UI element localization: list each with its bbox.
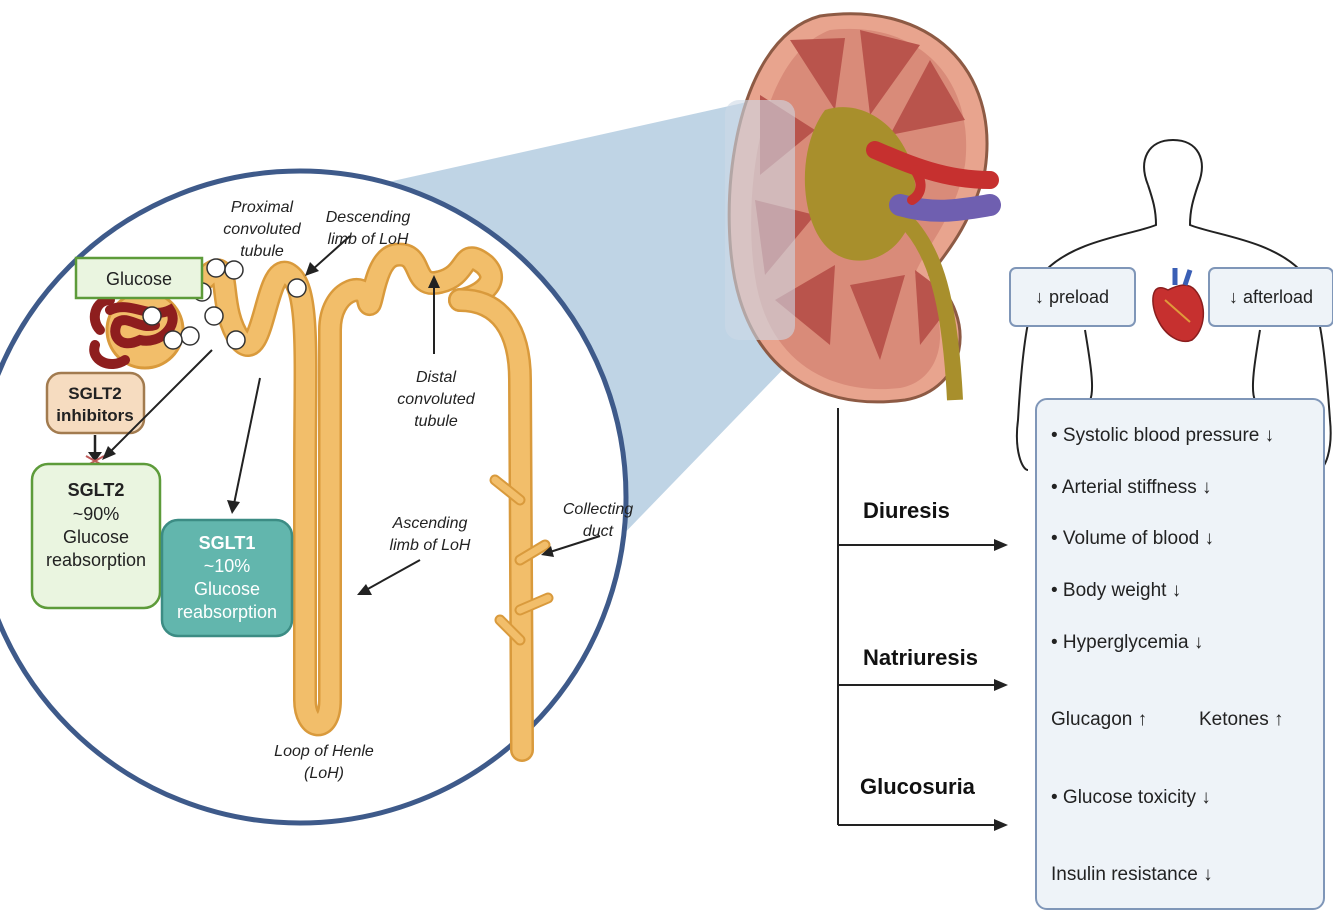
- sglt2-pct: ~90%: [73, 504, 120, 524]
- sglt2-title: SGLT2: [68, 480, 125, 500]
- sglt1-line1: Glucose: [194, 579, 260, 599]
- label-loh-2: (LoH): [304, 765, 344, 782]
- effects-box: • Systolic blood pressure ↓ • Arterial s…: [1035, 398, 1325, 910]
- heart-icon: [1153, 268, 1203, 341]
- kidney-illustration: [725, 14, 990, 402]
- effect-insulin-resistance: Insulin resistance ↓: [1051, 864, 1213, 886]
- sglt2-line2: reabsorption: [46, 550, 146, 570]
- mechanism-glucosuria: Glucosuria: [860, 774, 975, 800]
- sglt2-line1: Glucose: [63, 527, 129, 547]
- effect-ketones: Ketones ↑: [1199, 709, 1284, 731]
- effect-blood-volume: • Volume of blood ↓: [1051, 528, 1214, 550]
- sglt1-line2: reabsorption: [177, 602, 277, 622]
- mechanism-bracket: [838, 408, 1008, 831]
- mechanism-diuresis: Diuresis: [863, 498, 950, 524]
- label-distal-2: convoluted: [397, 391, 475, 408]
- label-ascending-2: limb of LoH: [390, 537, 471, 554]
- label-ascending-1: Ascending: [392, 515, 468, 532]
- effect-arterial-stiffness: • Arterial stiffness ↓: [1051, 477, 1211, 499]
- sglt1-title: SGLT1: [199, 533, 256, 553]
- label-proximal-3: tubule: [240, 243, 284, 260]
- glucose-label: Glucose: [106, 269, 172, 289]
- label-proximal-1: Proximal: [231, 199, 294, 216]
- effect-hyperglycemia: • Hyperglycemia ↓: [1051, 632, 1203, 654]
- preload-label: ↓ preload: [1035, 287, 1109, 307]
- label-distal-1: Distal: [416, 369, 456, 386]
- sglt2-inhibitors-line2: inhibitors: [56, 406, 133, 425]
- label-collecting-2: duct: [583, 523, 614, 540]
- label-loh-1: Loop of Henle: [274, 743, 374, 760]
- effect-body-weight: • Body weight ↓: [1051, 580, 1181, 602]
- effect-systolic-bp: • Systolic blood pressure ↓: [1051, 425, 1274, 447]
- sglt2-inhibitors-line1: SGLT2: [68, 384, 122, 403]
- label-descending-1: Descending: [326, 209, 411, 226]
- effect-glucagon: Glucagon ↑: [1051, 709, 1147, 731]
- label-proximal-2: convoluted: [223, 221, 301, 238]
- effect-glucose-toxicity: • Glucose toxicity ↓: [1051, 787, 1211, 809]
- label-collecting-1: Collecting: [563, 501, 633, 518]
- label-distal-3: tubule: [414, 413, 458, 430]
- sglt1-pct: ~10%: [204, 556, 251, 576]
- mechanism-natriuresis: Natriuresis: [863, 645, 978, 671]
- afterload-label: ↓ afterload: [1229, 287, 1313, 307]
- label-descending-2: limb of LoH: [328, 231, 409, 248]
